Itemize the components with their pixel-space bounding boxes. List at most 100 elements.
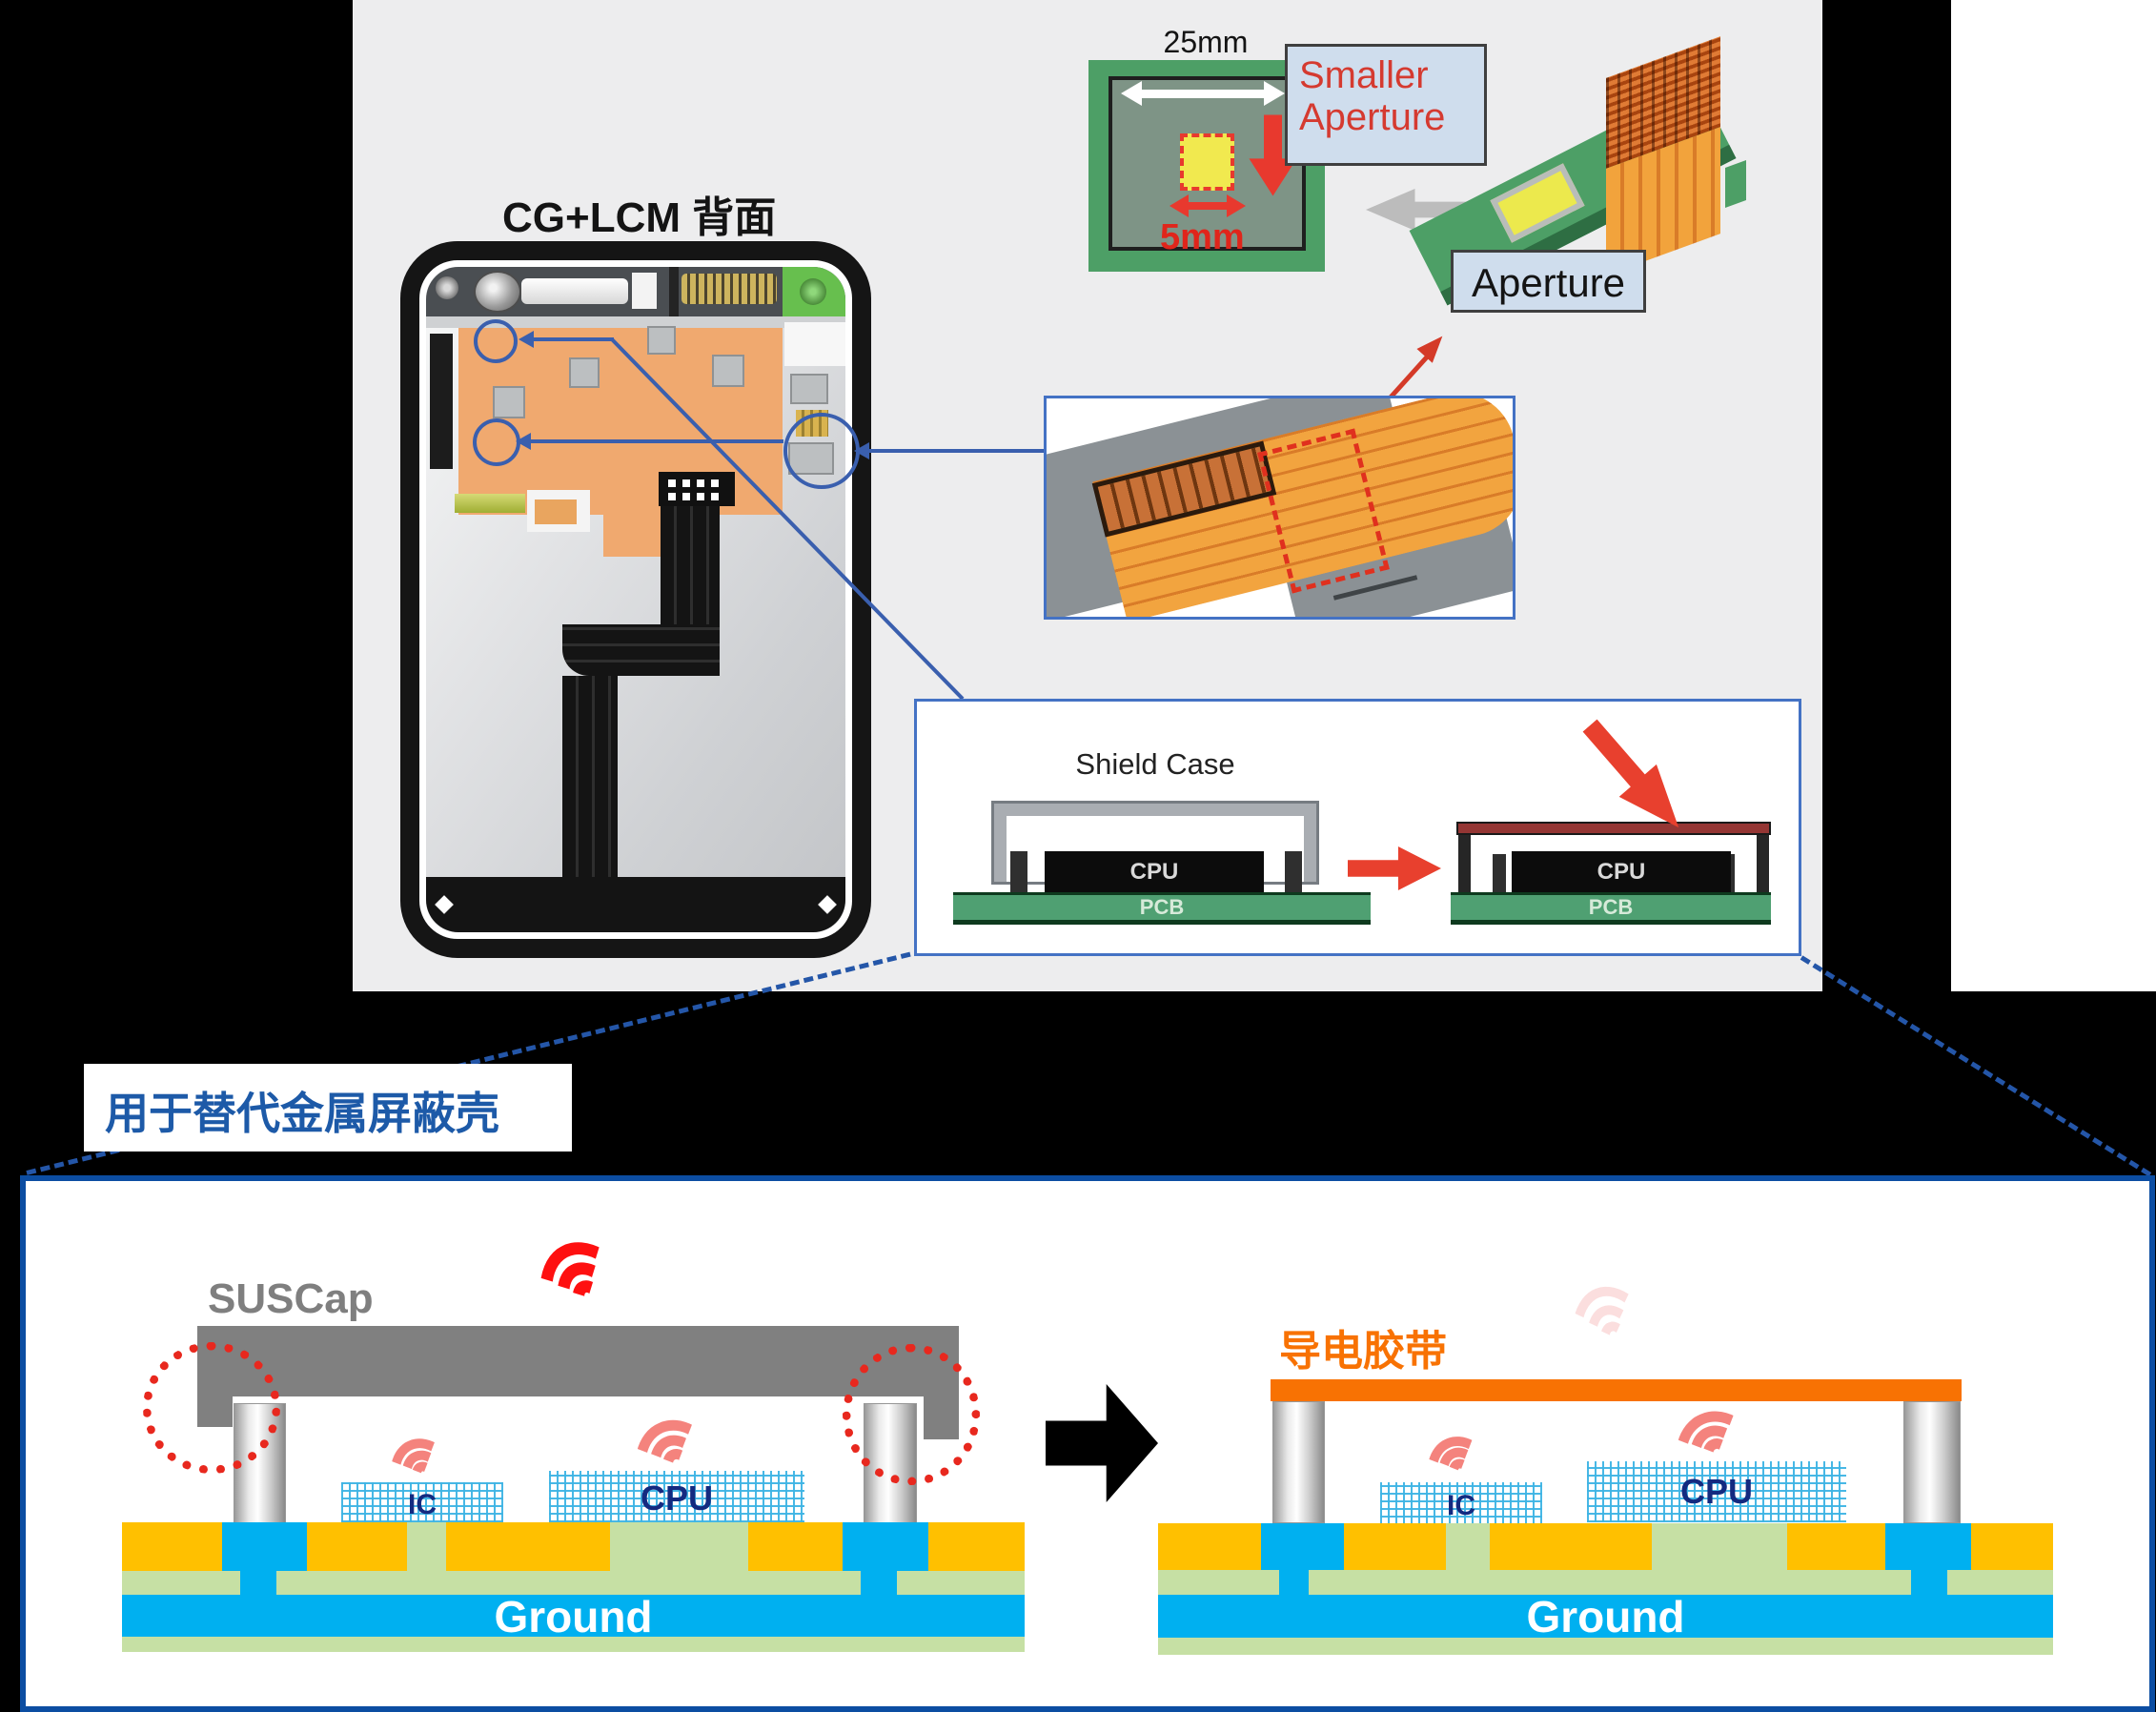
cpu-label: CPU <box>1129 859 1179 885</box>
via <box>1885 1523 1971 1570</box>
arrowhead-icon <box>516 433 531 450</box>
arrowhead-icon <box>519 331 534 348</box>
gap-highlight-circle <box>143 1342 280 1474</box>
leader-line <box>867 449 1044 453</box>
suscap-label: SUSCap <box>208 1275 374 1322</box>
side-strip <box>430 334 453 469</box>
tape-label: 导电胶带 <box>1279 1328 1447 1375</box>
frame-leg <box>1757 835 1769 892</box>
cpu-block: CPU <box>1587 1461 1846 1522</box>
cpu-chip: CPU <box>1045 851 1264 892</box>
size-arrow-right-icon <box>1227 194 1246 217</box>
spring-contacts <box>681 274 777 304</box>
ground-label: Ground <box>494 1592 653 1641</box>
solder-post <box>1493 854 1506 892</box>
cpu-block: CPU <box>549 1471 804 1522</box>
cpu-label: CPU <box>1597 859 1646 885</box>
callout-line1: Smaller <box>1299 54 1429 96</box>
highlight-circle-2 <box>473 418 520 466</box>
size-arrow-shaft <box>1189 202 1227 210</box>
camera-icon <box>474 271 521 313</box>
ground-post <box>1903 1401 1961 1523</box>
ground-layer: Ground <box>122 1595 1025 1639</box>
solder-mask-layer <box>1158 1638 2053 1655</box>
via <box>1261 1523 1344 1570</box>
heading-text: 用于替代金属屏蔽壳 <box>105 1089 499 1138</box>
pcb-bar: PCB <box>1451 892 1771 925</box>
white-module <box>784 322 845 366</box>
pcb-label: PCB <box>1588 895 1634 919</box>
via <box>843 1522 928 1571</box>
ic-label: IC <box>1447 1490 1475 1521</box>
frame-leg <box>1458 835 1471 892</box>
connector-pins <box>668 479 725 487</box>
label-strip <box>455 494 525 513</box>
pad-gap <box>610 1522 748 1571</box>
width-arrow-shaft <box>1140 90 1264 98</box>
pad-gap <box>1652 1523 1787 1570</box>
transition-arrow-icon <box>1348 846 1441 890</box>
phone-title: CG+LCM 背面 <box>502 194 777 241</box>
flex-inset <box>1044 396 1515 620</box>
orange-chip <box>535 499 577 524</box>
solder-post <box>1010 851 1027 892</box>
leader-line <box>529 439 783 443</box>
cpu-label: CPU <box>640 1478 713 1518</box>
speaker-bar <box>521 278 628 304</box>
ground-label: Ground <box>1526 1592 1685 1641</box>
bar-shadow <box>426 316 845 328</box>
sensor-pad <box>632 273 657 309</box>
aperture-label: Aperture <box>1471 260 1626 305</box>
cpu-chip: CPU <box>1512 851 1731 892</box>
cpu-label: CPU <box>1679 1472 1753 1511</box>
shield-case-title: Shield Case <box>1075 747 1235 781</box>
gap-highlight-circle <box>843 1344 980 1485</box>
right-white-column <box>1951 0 2156 991</box>
component-pad <box>569 357 600 388</box>
component-pad <box>647 326 676 355</box>
via <box>1279 1570 1309 1595</box>
aperture-window <box>1180 133 1234 191</box>
phone-bottom-bar <box>426 877 845 932</box>
screw-icon <box>818 895 837 914</box>
conductive-tape <box>1456 822 1771 835</box>
via <box>861 1571 897 1595</box>
aperture-callout: Aperture <box>1451 250 1646 313</box>
via <box>222 1522 307 1571</box>
heading-label: 用于替代金属屏蔽壳 <box>84 1064 572 1152</box>
corner-pcb <box>783 267 845 318</box>
flex-cable <box>562 624 720 676</box>
component-pad <box>493 386 525 418</box>
pcb-tab <box>1725 159 1746 209</box>
aperture-size-label: 5mm <box>1160 217 1245 257</box>
width-arrow-left-icon <box>1121 81 1142 106</box>
pcb-bar: PCB <box>953 892 1371 925</box>
highlight-circle-3 <box>783 413 860 489</box>
ground-post <box>1272 1401 1325 1523</box>
component-pad <box>712 355 744 387</box>
smaller-aperture-callout: Smaller Aperture <box>1285 44 1487 166</box>
arrowhead-icon <box>854 442 869 459</box>
size-arrow-left-icon <box>1170 194 1189 217</box>
solder-mask-layer <box>122 1637 1025 1652</box>
ic-block: IC <box>341 1482 503 1522</box>
screw-icon <box>436 276 458 299</box>
width-arrow-right-icon <box>1264 81 1285 106</box>
phone-screen <box>426 267 845 932</box>
solder-post <box>1285 851 1302 892</box>
pad-gap <box>407 1522 446 1571</box>
conductive-tape-bar <box>1271 1379 1962 1401</box>
dimension-label: 25mm <box>1163 25 1249 59</box>
suscap-bar <box>197 1326 959 1396</box>
highlight-circle-1 <box>474 319 518 363</box>
via <box>1911 1570 1947 1595</box>
pcb-screw-icon <box>800 278 826 305</box>
via <box>240 1571 276 1595</box>
ic-label: IC <box>408 1489 437 1520</box>
pcb-label: PCB <box>1139 895 1185 919</box>
ground-layer: Ground <box>1158 1592 2053 1641</box>
callout-line2: Aperture <box>1299 96 1446 138</box>
screw-icon <box>435 895 454 914</box>
flex-connector <box>659 472 735 506</box>
